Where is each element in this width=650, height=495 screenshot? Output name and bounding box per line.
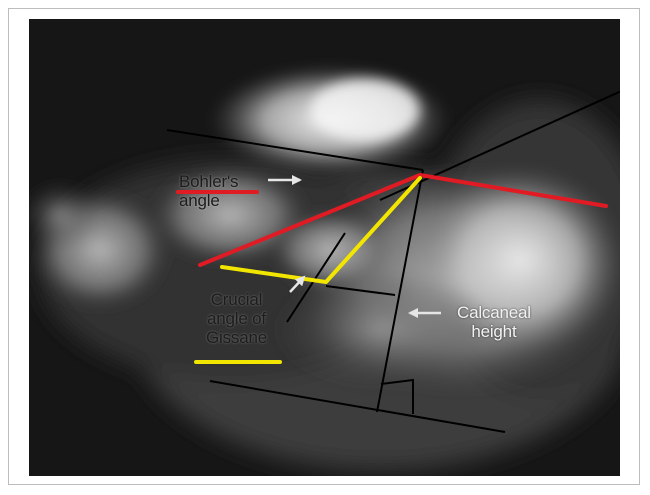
gissane-label-line2: angle of	[206, 309, 267, 328]
calcaneal-height-label: Calcaneal height	[457, 303, 531, 341]
gissane-label: Crucial angle of Gissane	[206, 290, 267, 347]
gissane-label-line3: Gissane	[206, 328, 267, 347]
gissane-label-line1: Crucial	[206, 290, 267, 309]
calcaneus-xray-image	[29, 19, 620, 476]
bohler-label-line1: Bohler's	[179, 172, 238, 191]
bohler-label: Bohler's angle	[179, 172, 238, 210]
bohler-label-line2: angle	[179, 191, 238, 210]
calcaneal-label-line2: height	[457, 322, 531, 341]
calcaneal-label-line1: Calcaneal	[457, 303, 531, 322]
